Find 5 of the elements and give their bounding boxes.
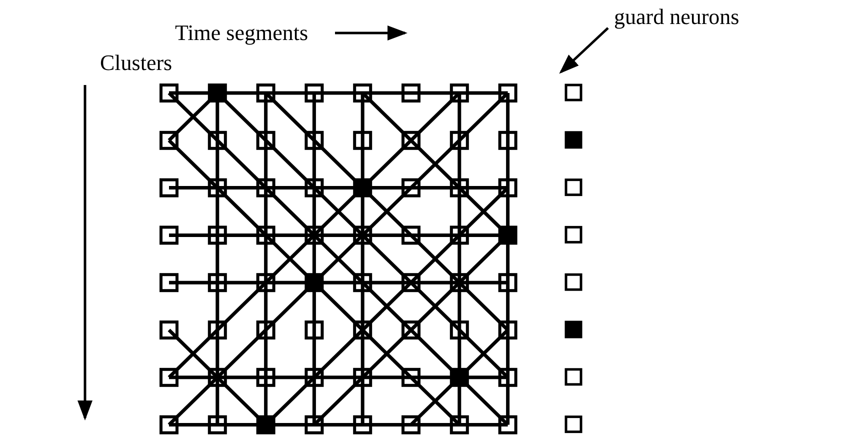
axis-label: Clusters [100, 52, 172, 74]
leader-line [559, 27, 609, 74]
axis-label: Time segments [175, 22, 308, 44]
guard-neuron-column-drawing [564, 84, 582, 434]
callout-label: guard neurons [614, 6, 740, 28]
